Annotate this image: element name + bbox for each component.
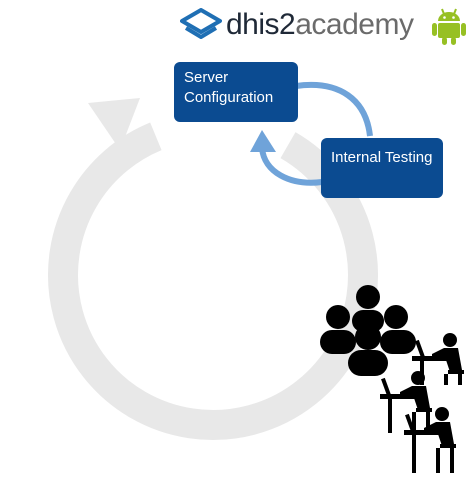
internal-testing-box: Internal Testing — [321, 138, 443, 198]
logo-brand-part2: academy — [295, 8, 414, 41]
arrow-bottom-head — [250, 130, 276, 152]
arrow-bottom-curve — [259, 147, 323, 186]
server-configuration-box: Server Configuration — [174, 62, 298, 122]
person-at-desk-icon — [404, 407, 456, 473]
person-at-desk-icon — [380, 371, 432, 433]
dhis2-logo-icon — [180, 8, 222, 39]
people-illustration — [320, 285, 464, 473]
dhis2-academy-logo: dhis2academy — [180, 6, 470, 46]
cycle-arrowhead — [88, 98, 140, 150]
logo-text: dhis2academy — [226, 8, 414, 42]
logo-brand-part1: dhis2 — [226, 8, 296, 41]
arrow-top-curve — [295, 82, 373, 137]
user-group-icon — [320, 285, 416, 376]
person-at-desk-icon — [412, 333, 464, 385]
android-icon — [432, 8, 466, 45]
